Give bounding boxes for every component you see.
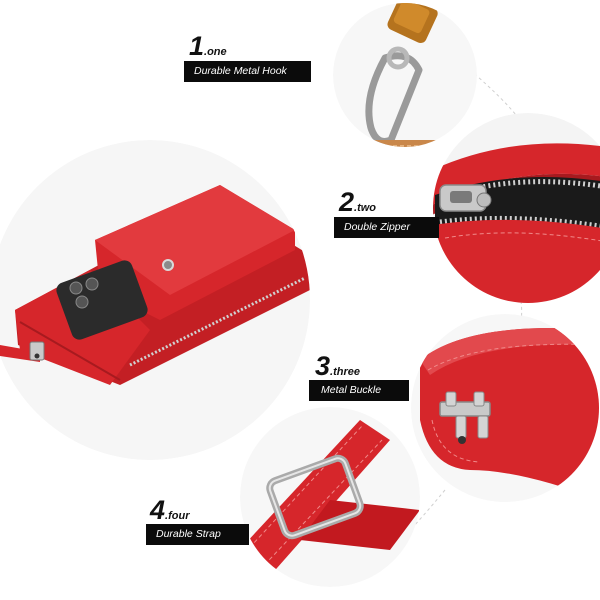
zipper-detail-image bbox=[433, 113, 600, 303]
slide-buckle bbox=[266, 454, 364, 540]
feature-number-word: .three bbox=[330, 366, 360, 378]
bag-main-image bbox=[0, 140, 310, 460]
feature-number: 4 bbox=[150, 495, 166, 525]
feature-number: 1 bbox=[189, 31, 205, 61]
hook-detail-image bbox=[333, 3, 477, 147]
red-leather-top bbox=[433, 143, 600, 205]
feature-4-heading: 4.four bbox=[150, 497, 189, 524]
snap-button bbox=[162, 259, 174, 271]
feature-number: 2 bbox=[339, 187, 355, 217]
red-strap bbox=[240, 420, 390, 585]
feature-number-word: .two bbox=[354, 202, 377, 214]
feature-number-word: .one bbox=[204, 46, 227, 58]
feature-number: 3 bbox=[315, 351, 331, 381]
front-clasp bbox=[29, 341, 45, 361]
metal-buckle-clasp bbox=[439, 391, 491, 444]
feature-1-label: Durable Metal Hook bbox=[184, 61, 311, 82]
feature-4-label: Durable Strap bbox=[146, 524, 249, 545]
buckle-detail-image bbox=[411, 314, 599, 502]
connector-arc bbox=[469, 69, 521, 121]
strap-detail-image bbox=[240, 407, 420, 587]
feature-1-heading: 1.one bbox=[189, 33, 227, 60]
phone bbox=[56, 260, 148, 340]
feature-2-heading: 2.two bbox=[339, 189, 376, 216]
red-leather-bottom bbox=[433, 219, 600, 303]
zipper-pull bbox=[439, 184, 492, 212]
red-flap bbox=[420, 328, 599, 500]
feature-3-label: Metal Buckle bbox=[309, 380, 409, 401]
feature-2-label: Double Zipper bbox=[334, 217, 439, 238]
feature-number-word: .four bbox=[165, 510, 190, 522]
feature-3-heading: 3.three bbox=[315, 353, 360, 380]
